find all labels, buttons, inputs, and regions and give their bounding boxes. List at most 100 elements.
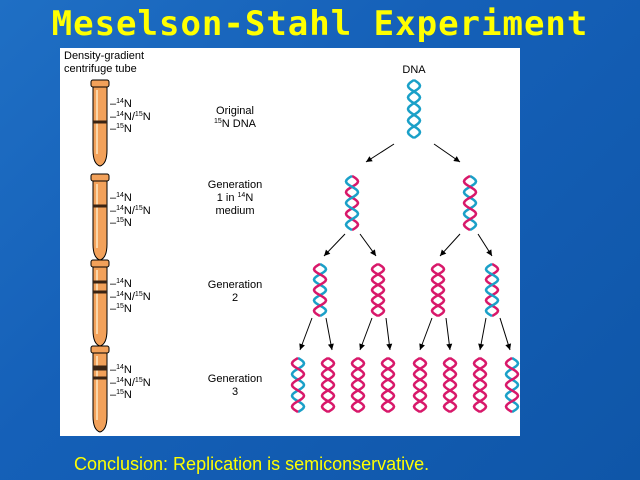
dna-strand: [462, 174, 478, 232]
band-label-15n: –15N: [110, 217, 132, 229]
generation-label-line: 1 in 14N: [217, 192, 254, 204]
dna-strand: [472, 356, 488, 414]
arrow-head: [440, 249, 447, 256]
arrow-head: [327, 343, 334, 350]
dna-strand: [472, 356, 488, 414]
tube-body: [92, 352, 108, 433]
replication-arrow: [385, 317, 393, 351]
dna-strand: [504, 356, 520, 414]
centrifuge-tubes: –14N–14N/15N–15N–14N–14N/15N–15N–14N–14N…: [90, 79, 151, 433]
generation-label-line: 2: [232, 292, 238, 304]
dna-strand: [350, 356, 366, 414]
replication-arrow: [365, 143, 395, 163]
dna-double-helix: [380, 356, 396, 414]
band-label-hybrid: –14N/15N: [110, 205, 151, 217]
arrow-head: [478, 343, 485, 350]
dna-band: [93, 280, 107, 284]
dna-strand: [412, 356, 428, 414]
replication-arrow: [433, 143, 461, 163]
tube-header-line1: Density-gradient: [64, 50, 144, 62]
dna-double-helix: [504, 356, 520, 414]
generation-label-line: Generation: [208, 179, 262, 191]
dna-strand: [406, 78, 422, 140]
dna-double-helix: [370, 262, 386, 318]
arrow-head: [386, 343, 393, 350]
arrow-head: [366, 156, 373, 162]
tube-body: [92, 180, 108, 261]
dna-strand: [442, 356, 458, 414]
dna-double-helix: [320, 356, 336, 414]
dna-strand: [380, 356, 396, 414]
dna-strand: [484, 262, 500, 318]
replication-arrow: [477, 233, 493, 257]
dna-band: [93, 120, 107, 124]
band-label-14n: –14N: [110, 364, 132, 376]
centrifuge-tube: –14N–14N/15N–15N: [90, 173, 151, 261]
dna-double-helix: [406, 78, 422, 140]
replication-arrow: [359, 233, 377, 257]
arrow-head: [299, 343, 305, 350]
dna-double-helix: [290, 356, 306, 414]
replication-arrow: [325, 317, 334, 351]
generation-label-line: Generation: [208, 373, 262, 385]
dna-double-helix: [344, 174, 360, 232]
dna-band: [93, 365, 107, 371]
generation-label-line: Generation: [208, 279, 262, 291]
dna-strand: [370, 262, 386, 318]
replication-arrow: [359, 317, 373, 351]
dna-double-helix: [412, 356, 428, 414]
replication-arrow: [478, 317, 487, 351]
band-label-15n: –15N: [110, 303, 132, 315]
centrifuge-tube: –14N–14N/15N–15N: [90, 259, 151, 347]
dna-label: DNA: [402, 64, 426, 76]
replication-arrow: [323, 233, 346, 257]
dna-strand: [320, 356, 336, 414]
dna-strand: [442, 356, 458, 414]
dna-strand: [320, 356, 336, 414]
dna-band: [93, 376, 107, 380]
arrow-head: [359, 343, 365, 350]
arrow-head: [505, 343, 512, 350]
tube-body: [92, 266, 108, 347]
centrifuge-tube: –14N–14N/15N–15N: [90, 345, 151, 433]
arrow-head: [453, 156, 460, 162]
dna-strand: [350, 356, 366, 414]
conclusion-text: Conclusion: Replication is semiconservat…: [74, 454, 430, 474]
meselson-stahl-diagram: Density-gradient centrifuge tube –14N–14…: [64, 50, 520, 433]
dna-double-helix: [312, 262, 328, 318]
replication-arrows: [299, 143, 512, 351]
arrow-head: [370, 249, 376, 256]
band-label-14n: –14N: [110, 98, 132, 110]
dna-double-helix: [350, 356, 366, 414]
replication-arrow: [419, 317, 433, 351]
replication-arrow: [439, 233, 461, 257]
dna-strand: [344, 174, 360, 232]
generation-label-line: Original: [216, 105, 254, 117]
arrow-head: [324, 249, 331, 256]
tube-cap: [90, 173, 110, 182]
band-label-14n: –14N: [110, 278, 132, 290]
tube-body: [92, 86, 108, 167]
dna-helices: [290, 78, 520, 414]
dna-strand: [380, 356, 396, 414]
tube-header-line2: centrifuge tube: [64, 63, 137, 75]
band-label-hybrid: –14N/15N: [110, 111, 151, 123]
dna-strand: [462, 174, 478, 232]
dna-band: [93, 204, 107, 208]
dna-double-helix: [430, 262, 446, 318]
band-label-15n: –15N: [110, 389, 132, 401]
band-label-14n: –14N: [110, 192, 132, 204]
slide-title: Meselson-Stahl Experiment: [51, 4, 589, 44]
dna-strand: [290, 356, 306, 414]
tube-cap: [90, 259, 110, 268]
dna-strand: [430, 262, 446, 318]
generation-label-line: medium: [215, 205, 254, 217]
band-label-hybrid: –14N/15N: [110, 377, 151, 389]
dna-strand: [406, 78, 422, 140]
replication-arrow: [499, 317, 512, 351]
dna-band: [93, 290, 107, 294]
tube-cap: [90, 79, 110, 88]
generation-label-line: 15N DNA: [214, 118, 257, 130]
dna-strand: [504, 356, 520, 414]
